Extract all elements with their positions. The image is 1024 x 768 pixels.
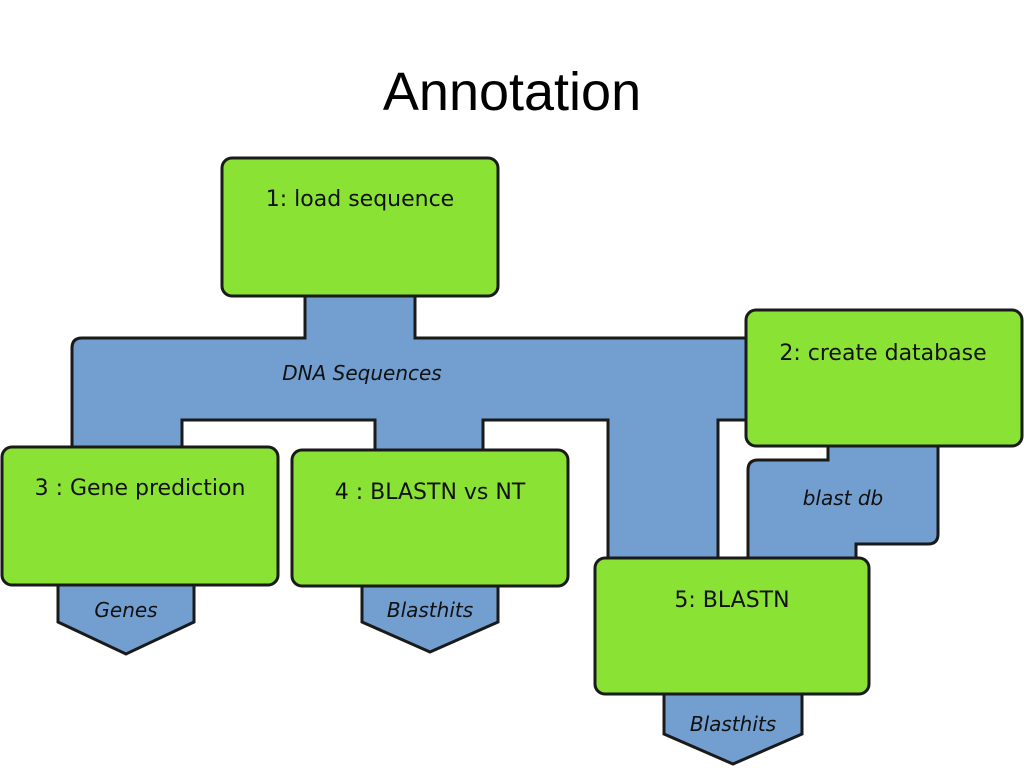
node-blastn-vs-nt — [290, 448, 570, 588]
node-load-sequence-label: 1: load sequence — [266, 187, 454, 212]
dna-sequences-label: DNA Sequences — [282, 361, 441, 385]
node-gene-prediction-label: 3 : Gene prediction — [35, 476, 246, 501]
node-create-database — [744, 308, 1024, 448]
node-blastn-vs-nt-label: 4 : BLASTN vs NT — [335, 480, 526, 505]
node-gene-prediction — [0, 445, 280, 587]
node-load-sequence — [220, 156, 500, 298]
genes-label: Genes — [94, 598, 157, 622]
blasthits-nt-label: Blasthits — [387, 598, 473, 622]
slide-title: Annotation — [382, 62, 642, 122]
blasthits-blastn-label: Blasthits — [690, 712, 776, 736]
node-blastn-label: 5: BLASTN — [674, 588, 789, 613]
blast-db-label: blast db — [803, 486, 884, 510]
node-create-database-label: 2: create database — [779, 341, 986, 366]
node-blastn — [593, 556, 871, 696]
